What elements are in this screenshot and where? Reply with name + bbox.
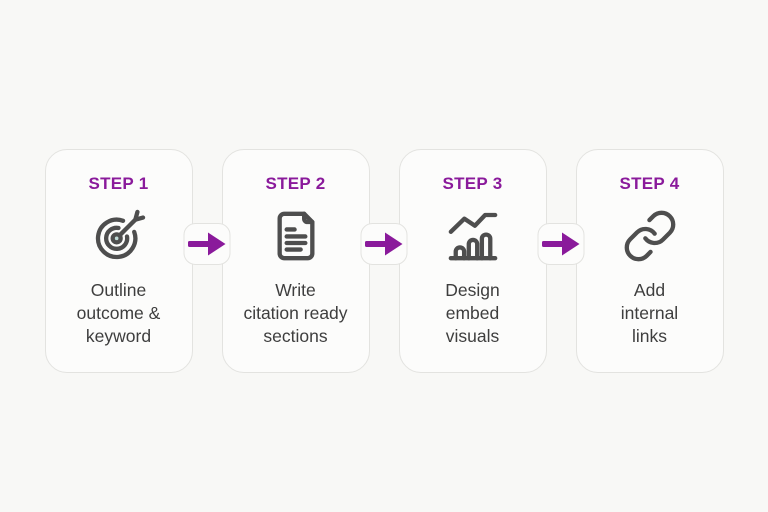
step-card-2: STEP 2 Write citation ready sections xyxy=(221,149,370,373)
arrow-right-icon xyxy=(542,232,580,256)
connector-3 xyxy=(537,149,585,373)
step-description: Write citation ready sections xyxy=(243,280,348,347)
document-icon xyxy=(267,207,325,265)
connector-2 xyxy=(360,149,408,373)
arrow-right-icon xyxy=(188,232,226,256)
step-label: STEP 2 xyxy=(265,174,326,193)
step-description: Design embed visuals xyxy=(445,280,500,347)
bar-chart-icon xyxy=(444,207,502,265)
step-card-4: STEP 4 Add internal links xyxy=(575,149,724,373)
step-label: STEP 3 xyxy=(442,174,503,193)
connector-1 xyxy=(183,149,231,373)
step-card-1: STEP 1 Outline outcome & keyword xyxy=(44,149,193,373)
target-dart-icon xyxy=(90,207,148,265)
step-label: STEP 4 xyxy=(619,174,680,193)
step-description: Add internal links xyxy=(620,280,679,347)
step-label: STEP 1 xyxy=(88,174,149,193)
chain-link-icon xyxy=(621,207,679,265)
steps-row: STEP 1 Outline outcome & keyword xyxy=(44,149,724,373)
arrow-right-icon xyxy=(365,232,403,256)
step-card-3: STEP 3 Design embed visuals xyxy=(398,149,547,373)
step-description: Outline outcome & keyword xyxy=(76,280,161,347)
